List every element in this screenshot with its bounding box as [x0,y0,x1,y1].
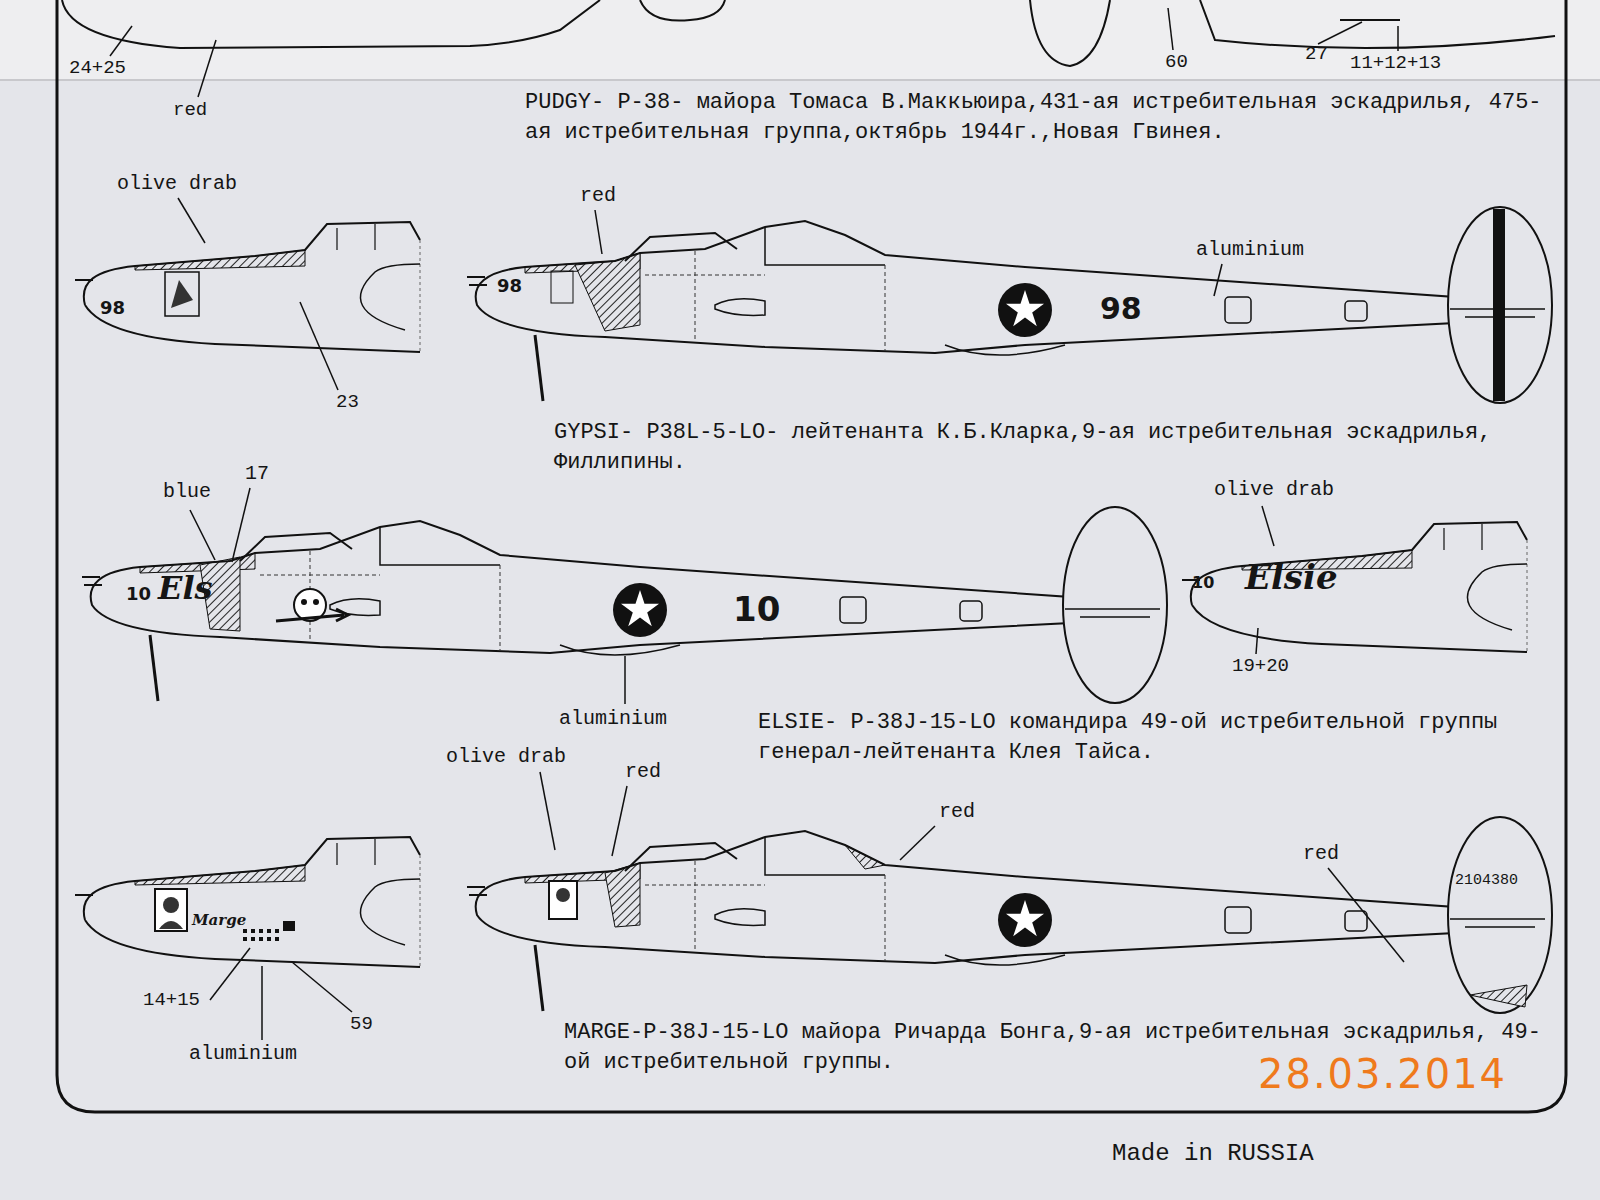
label: olive drab [446,745,566,768]
marking-script: Els [158,570,213,607]
label: 24+25 [69,58,126,80]
elsie-nose-view [1182,522,1527,652]
leader-lines [178,198,1222,390]
pudgy-partial-drawing [62,0,1555,66]
caption: ELSIE- P-38J-15-LO командира 49-ой истре… [758,708,1558,768]
marking-number: 98 [497,276,522,297]
label: aluminium [189,1042,297,1065]
fold-line [0,79,1600,81]
sheet-frame [57,0,1566,1112]
caption: PUDGY- P-38- майора Томаса В.Маккьюира,4… [525,88,1565,148]
label: 27 [1305,44,1328,66]
marking-number: 98 [100,298,125,319]
label: red [625,760,661,783]
marge-side-view [467,817,1552,1013]
marking-script: Marge [192,912,246,929]
label: 59 [350,1014,373,1036]
date-stamp: 28.03.2014 [1258,1054,1507,1094]
leader-lines [110,8,1398,97]
label: aluminium [1196,238,1304,261]
label: 60 [1165,52,1188,74]
label: red [173,100,207,122]
label: olive drab [117,172,237,195]
label: 2104380 [1455,872,1518,889]
gypsi-side-view [467,207,1552,403]
label: 11+12+13 [1350,53,1441,75]
footer: Made in RUSSIA [1112,1140,1314,1168]
label: olive drab [1214,478,1334,501]
marking-number: 10 [733,590,780,629]
label: blue [163,480,211,503]
label: red [1303,842,1339,865]
leader-lines [210,772,1404,1040]
caption: GYPSI- P38L-5-LO- лейтенанта К.Б.Кларка,… [554,418,1564,478]
marking-number: 10 [1192,574,1214,592]
label: aluminium [559,707,667,730]
label: 23 [336,392,359,414]
label: 14+15 [143,990,200,1012]
marge-nose-view [75,837,420,967]
paper-fold [0,0,1600,80]
label: red [939,800,975,823]
gypsi-nose-view [75,222,420,352]
marking-script: Elsie [1245,558,1338,597]
label: 19+20 [1232,656,1289,678]
leader-lines [190,488,1274,704]
label: red [580,184,616,207]
label: 17 [245,462,269,485]
marking-number: 98 [1100,292,1142,327]
elsie-side-view [82,507,1167,703]
marking-number: 10 [126,584,151,605]
